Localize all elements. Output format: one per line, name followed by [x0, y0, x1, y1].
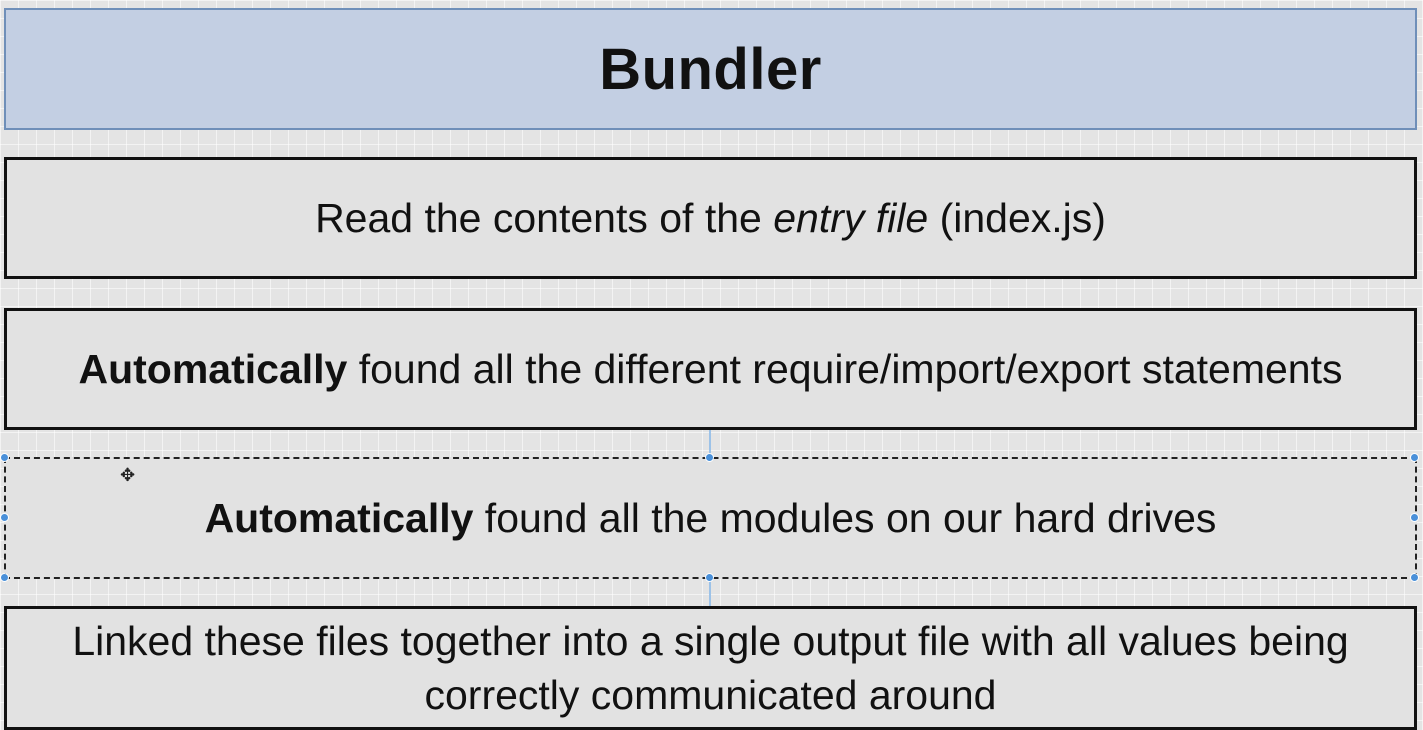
connector-arrow-up [709, 430, 711, 456]
step-1-italic: entry file [773, 195, 929, 241]
selection-handle-icon[interactable] [0, 513, 9, 522]
selection-handle-icon[interactable] [0, 453, 9, 462]
step-read-entry-file[interactable]: Read the contents of the entry file (ind… [4, 157, 1417, 279]
step-read-entry-file-text: Read the contents of the entry file (ind… [315, 191, 1106, 245]
step-find-modules-text: Automatically found all the modules on o… [205, 491, 1217, 545]
title-box[interactable]: Bundler [4, 8, 1417, 130]
connector-arrow-down [709, 580, 711, 606]
selection-handle-icon[interactable] [1410, 513, 1419, 522]
step-find-statements-text: Automatically found all the different re… [78, 342, 1342, 396]
selection-handle-icon[interactable] [1410, 453, 1419, 462]
step-find-modules-selected[interactable]: Automatically found all the modules on o… [4, 457, 1417, 579]
step-2-bold: Automatically [78, 346, 348, 392]
step-3-rest: found all the modules on our hard drives [473, 495, 1217, 541]
diagram-title: Bundler [599, 36, 822, 102]
selection-handle-icon[interactable] [705, 573, 714, 582]
step-link-files[interactable]: Linked these files together into a singl… [4, 606, 1417, 730]
selection-handle-icon[interactable] [705, 453, 714, 462]
step-4-line1: Linked these files together into a singl… [72, 618, 1349, 664]
step-find-statements[interactable]: Automatically found all the different re… [4, 308, 1417, 430]
step-1-prefix: Read the contents of the [315, 195, 774, 241]
step-4-line2: correctly communicated around [424, 672, 997, 718]
step-1-suffix: (index.js) [928, 195, 1106, 241]
selection-handle-icon[interactable] [0, 573, 9, 582]
move-cursor-icon: ✥ [120, 465, 136, 485]
step-2-rest: found all the different require/import/e… [347, 346, 1343, 392]
step-link-files-text: Linked these files together into a singl… [72, 614, 1348, 722]
step-3-bold: Automatically [204, 495, 474, 541]
selection-handle-icon[interactable] [1410, 573, 1419, 582]
